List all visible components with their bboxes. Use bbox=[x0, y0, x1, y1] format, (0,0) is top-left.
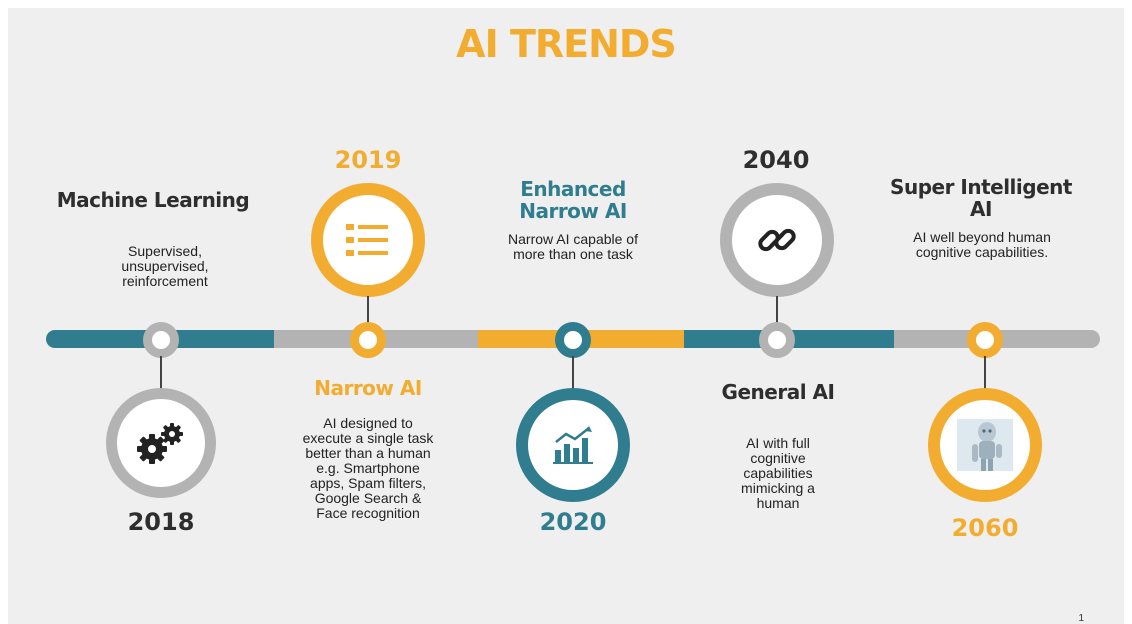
slide: AI TRENDS Machine Learning Supervised, u… bbox=[8, 8, 1124, 624]
milestone-circle-2060 bbox=[928, 388, 1042, 502]
list-icon bbox=[346, 224, 388, 256]
stem-2060 bbox=[984, 356, 986, 390]
milestone-description-2019: AI designed to execute a single task bet… bbox=[302, 415, 434, 521]
milestone-heading-2019: Narrow AI bbox=[314, 376, 422, 400]
stem-2019 bbox=[367, 296, 369, 324]
timeline-node-2018 bbox=[143, 322, 179, 358]
stem-2020 bbox=[572, 356, 574, 390]
stem-2040 bbox=[776, 296, 778, 324]
milestone-circle-2019 bbox=[311, 183, 425, 297]
milestone-description-2018: Supervised, unsupervised, reinforcement bbox=[121, 243, 209, 289]
timeline-node-2060 bbox=[967, 322, 1003, 358]
milestone-description-2060: AI well beyond human cognitive capabilit… bbox=[913, 229, 1051, 260]
stem-2018 bbox=[160, 356, 162, 390]
milestone-year-2019: 2019 bbox=[334, 146, 402, 174]
milestone-year-2040: 2040 bbox=[742, 146, 810, 174]
milestone-circle-2020 bbox=[516, 388, 630, 502]
robot-image-icon bbox=[957, 419, 1013, 471]
milestone-heading-2060: Super Intelligent AI bbox=[890, 175, 1072, 221]
page-number: 1 bbox=[1078, 613, 1084, 624]
slide-title: AI TRENDS bbox=[456, 22, 677, 66]
milestone-year-2060: 2060 bbox=[951, 514, 1019, 542]
milestone-year-2020: 2020 bbox=[539, 508, 607, 536]
milestone-heading-2020: Enhanced Narrow AI bbox=[519, 177, 627, 223]
milestone-heading-2040: General AI bbox=[721, 380, 835, 404]
milestone-year-2018: 2018 bbox=[127, 508, 195, 536]
timeline-node-2040 bbox=[759, 322, 795, 358]
timeline-node-2020 bbox=[555, 322, 591, 358]
milestone-description-2040: AI with full cognitive capabilities mimi… bbox=[741, 435, 815, 511]
milestone-circle-2040 bbox=[720, 183, 834, 297]
milestone-heading-2018: Machine Learning bbox=[56, 188, 250, 212]
bar-chart-icon bbox=[553, 426, 593, 464]
milestone-description-2020: Narrow AI capable of more than one task bbox=[508, 231, 638, 262]
gears-icon bbox=[137, 423, 183, 464]
link-icon bbox=[758, 228, 796, 252]
milestone-circle-2018 bbox=[106, 388, 216, 498]
timeline-node-2019 bbox=[350, 322, 386, 358]
